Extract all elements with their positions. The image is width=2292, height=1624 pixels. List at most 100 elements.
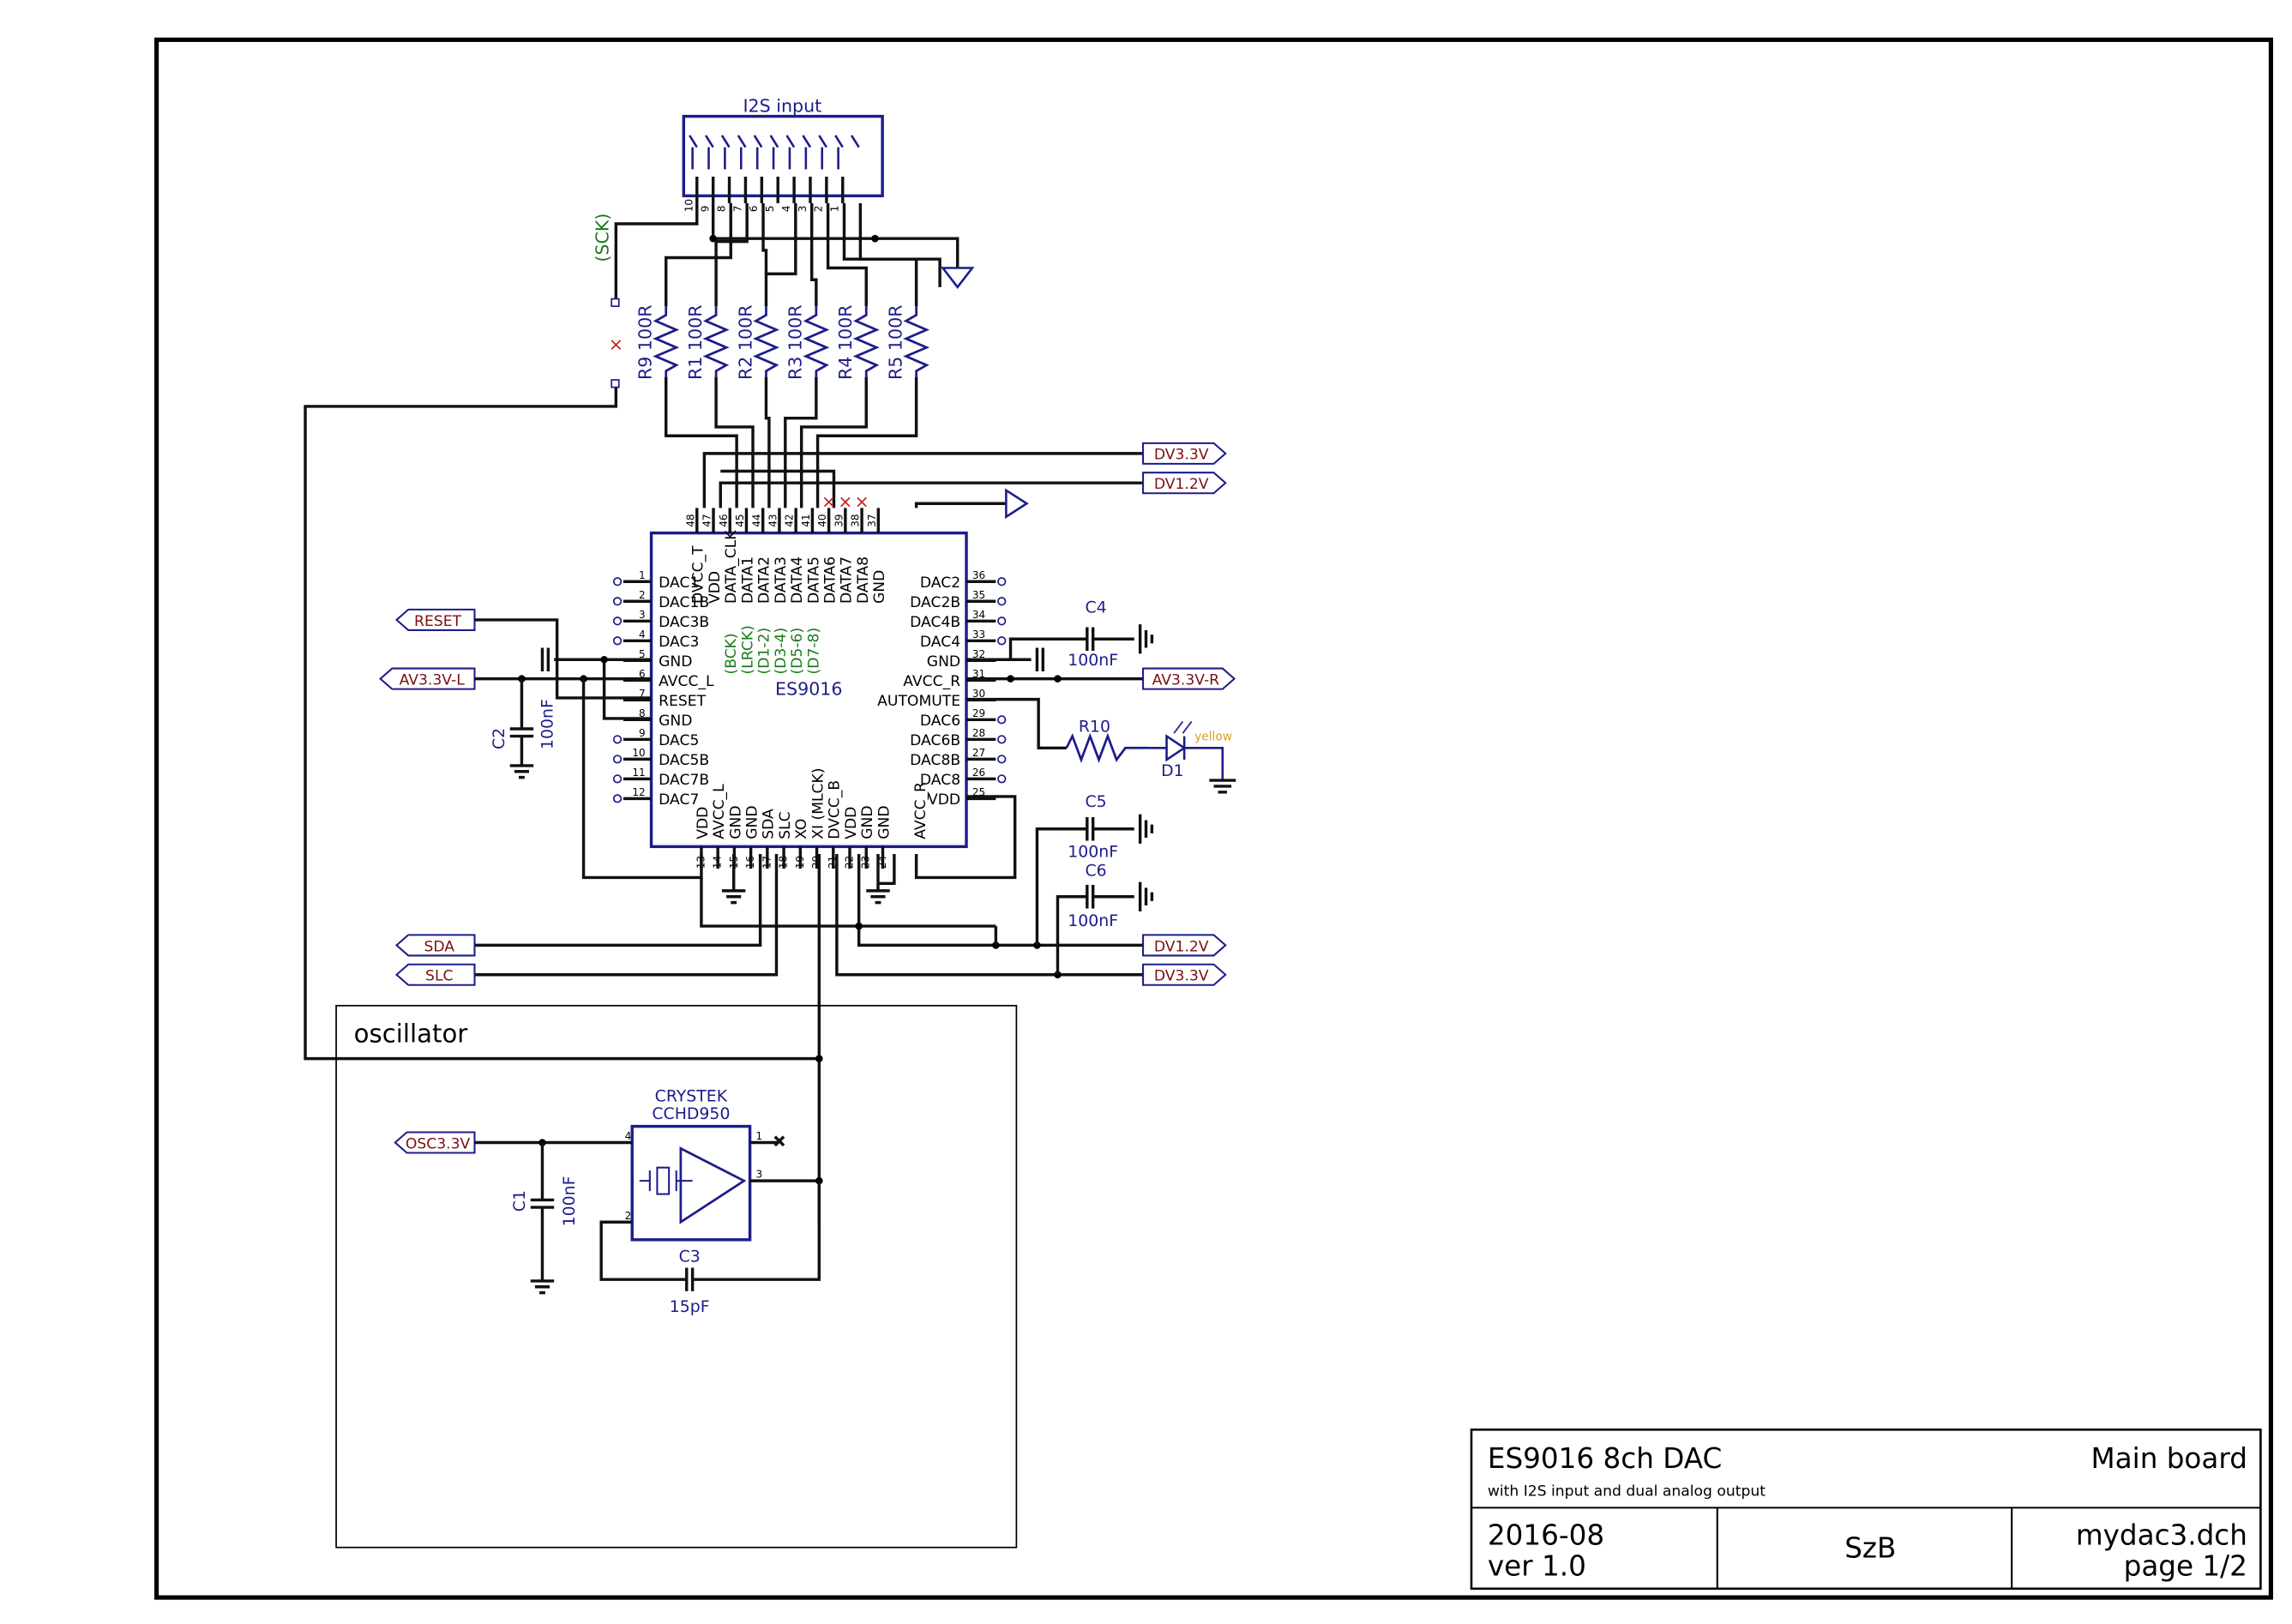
resistor-label: R2 100R — [735, 304, 755, 380]
svg-text:AVCC_R: AVCC_R — [912, 782, 929, 839]
svg-text:CCHD950: CCHD950 — [652, 1104, 730, 1123]
resistor-r5: R5 100R — [885, 304, 930, 380]
svg-text:(D7-8): (D7-8) — [805, 628, 822, 675]
tb-file: mydac3.dch — [2076, 1519, 2247, 1551]
chip-pin-20: XI (MLCK) — [809, 768, 827, 839]
svg-text:33: 33 — [972, 629, 985, 641]
svg-text:22: 22 — [843, 856, 855, 869]
svg-text:27: 27 — [972, 747, 985, 759]
svg-text:100nF: 100nF — [538, 699, 556, 749]
svg-text:31: 31 — [972, 668, 985, 680]
chip-pin-41: DATA5 — [805, 556, 822, 604]
net-av33l: AV3.3V-L — [379, 667, 476, 690]
svg-text:38: 38 — [850, 514, 862, 526]
svg-text:2: 2 — [625, 1210, 632, 1222]
svg-text:11: 11 — [632, 767, 645, 779]
svg-text:16: 16 — [744, 856, 756, 869]
svg-text:C4: C4 — [1086, 598, 1107, 617]
net-av33r: AV3.3V-R — [1142, 667, 1236, 690]
svg-text:1: 1 — [755, 1130, 762, 1142]
svg-text:5: 5 — [639, 648, 646, 660]
chip-pin-25: VDD — [928, 791, 960, 809]
chip-pin-32: GND — [927, 653, 960, 671]
connector-pin-number: 5 — [764, 206, 776, 213]
net-reset: RESET — [394, 608, 476, 631]
chip-pin-23: GND — [859, 805, 876, 839]
chip-pin-37: GND — [871, 570, 888, 604]
svg-text:(BCK): (BCK) — [723, 633, 740, 674]
chip-pin-22: VDD — [843, 807, 860, 839]
chip-pin-28: DAC6B — [910, 732, 960, 749]
chip-pin-29: DAC6 — [920, 713, 960, 730]
chip-pin-33: DAC4 — [920, 634, 960, 651]
svg-text:AV3.3V-R: AV3.3V-R — [1152, 671, 1220, 689]
svg-text:(D3-4): (D3-4) — [773, 628, 790, 675]
svg-text:DV3.3V: DV3.3V — [1154, 968, 1209, 985]
resistor-label: R4 100R — [835, 304, 856, 380]
svg-text:12: 12 — [632, 786, 645, 798]
tb-author: SzB — [1844, 1532, 1896, 1565]
svg-text:43: 43 — [767, 514, 779, 526]
oscillator-chip — [630, 1124, 752, 1242]
chip-pin-4: DAC3 — [659, 634, 699, 651]
chip-name: ES9016 — [775, 678, 843, 699]
svg-text:C5: C5 — [1086, 792, 1107, 811]
svg-text:9: 9 — [639, 727, 646, 739]
sheet-border — [154, 37, 2273, 1600]
chip-pin-2: DAC1B — [659, 594, 709, 611]
svg-text:7: 7 — [639, 688, 646, 700]
connector-pin-number: 6 — [748, 206, 760, 213]
connector-pin-number: 1 — [829, 206, 841, 213]
svg-text:CRYSTEK: CRYSTEK — [655, 1086, 728, 1105]
net-osc33: OSC3.3V — [394, 1131, 476, 1154]
svg-text:OSC3.3V: OSC3.3V — [406, 1135, 471, 1152]
chip-pin-5: GND — [659, 653, 692, 671]
tb-date: 2016-08 — [1488, 1519, 1604, 1551]
resistor-label: R9 100R — [635, 304, 656, 380]
svg-text:37: 37 — [866, 514, 878, 526]
chip-pin-45: DATA1 — [739, 556, 756, 604]
tb-board: Main board — [2091, 1442, 2247, 1475]
svg-text:100nF: 100nF — [1068, 842, 1118, 861]
chip-pin-44: DATA2 — [756, 556, 773, 604]
chip-pin-15: GND — [727, 805, 744, 839]
chip-pin-46: DATA_CLK — [723, 530, 740, 604]
svg-text:15pF: 15pF — [670, 1297, 710, 1316]
resistor-r3: R3 100R — [785, 304, 830, 380]
svg-text:36: 36 — [972, 569, 985, 581]
chip-pin-18: SLC — [777, 811, 794, 839]
chip-pin-6: AVCC_L — [659, 673, 714, 690]
svg-text:DV3.3V: DV3.3V — [1154, 447, 1209, 464]
resistor-r9: R9 100R — [635, 304, 680, 380]
svg-text:3: 3 — [639, 609, 646, 621]
svg-text:47: 47 — [701, 514, 713, 526]
svg-text:17: 17 — [761, 856, 773, 869]
connector-pin-number: 3 — [797, 206, 809, 213]
chip-pin-16: GND — [743, 805, 761, 839]
net-sda: SDA — [394, 934, 476, 957]
svg-text:28: 28 — [972, 727, 985, 739]
svg-text:46: 46 — [718, 514, 730, 526]
sck-label: (SCK) — [593, 214, 613, 262]
title-block: ES9016 8ch DAC with I2S input and dual a… — [1470, 1429, 2262, 1591]
chip-pin-12: DAC7 — [659, 791, 699, 809]
chip-pin-48: DVCC_T — [690, 545, 707, 604]
svg-text:yellow: yellow — [1194, 731, 1232, 744]
svg-text:45: 45 — [734, 514, 746, 526]
ground-symbol — [940, 267, 975, 289]
svg-text:1: 1 — [639, 569, 646, 581]
chip-pin-1: DAC1 — [659, 574, 699, 592]
chip-pin-19: XO — [793, 819, 810, 839]
chip-pin-7: RESET — [659, 693, 706, 710]
svg-text:48: 48 — [684, 514, 696, 526]
svg-text:40: 40 — [816, 514, 828, 526]
connector-pin-number: 7 — [731, 206, 743, 213]
chip-pin-43: DATA3 — [773, 556, 790, 604]
resistor-label: R1 100R — [685, 304, 706, 380]
chip-pin-42: DATA4 — [789, 556, 806, 604]
svg-text:100nF: 100nF — [560, 1176, 579, 1227]
svg-text:DV1.2V: DV1.2V — [1154, 938, 1209, 955]
svg-text:(D5-6): (D5-6) — [789, 628, 806, 675]
svg-text:(LRCK): (LRCK) — [739, 625, 756, 674]
